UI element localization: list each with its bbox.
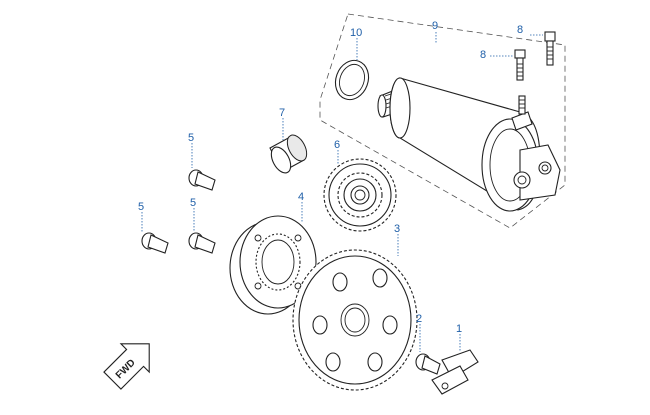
washer-bolt [415, 353, 441, 375]
callout-6: 6 [334, 139, 340, 151]
callout-8a: 8 [480, 49, 486, 61]
callout-7: 7 [279, 107, 285, 119]
clutch-bolt-a [188, 169, 216, 191]
callout-10: 10 [350, 27, 362, 39]
starter-motor [377, 77, 561, 212]
callout-9: 9 [432, 20, 438, 32]
o-ring [334, 59, 370, 101]
callout-3: 3 [394, 223, 400, 235]
retaining-bracket [431, 349, 479, 395]
starter-driven-gear [292, 249, 418, 391]
forward-direction-badge: FWD [103, 343, 150, 390]
starter-clutch [229, 215, 317, 315]
clutch-bolt-c [188, 232, 216, 254]
callout-5b: 5 [138, 201, 144, 213]
callout-5c: 5 [190, 197, 196, 209]
dowel-pin [269, 134, 308, 174]
callout-2: 2 [416, 313, 422, 325]
callout-4: 4 [298, 191, 304, 203]
clutch-bolt-b [141, 232, 169, 254]
callout-1: 1 [456, 323, 462, 335]
idle-gear [323, 158, 397, 232]
callout-5a: 5 [188, 132, 194, 144]
starter-bolt-b [544, 31, 556, 66]
callout-8b: 8 [517, 24, 523, 36]
starter-bolt-a [514, 49, 526, 81]
